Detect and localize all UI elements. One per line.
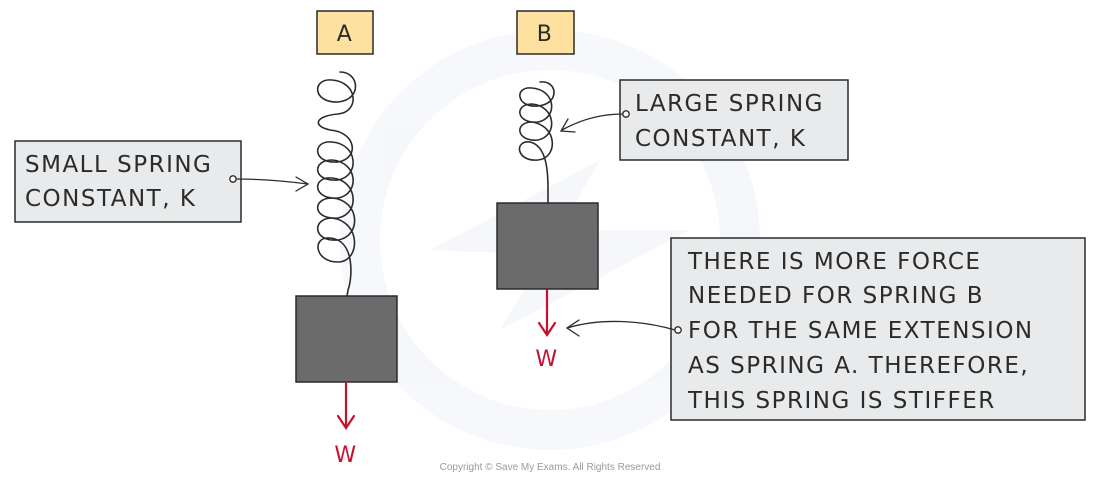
explanation-line-1: THERE IS MORE FORCE	[687, 249, 981, 275]
mass-b	[496, 202, 599, 290]
explanation-line-2: NEEDED FOR SPRING B	[688, 283, 984, 309]
mass-a	[295, 295, 398, 383]
explanation-box: THERE IS MORE FORCE NEEDED FOR SPRING B …	[670, 237, 1086, 421]
tag-a-label: A	[337, 22, 354, 47]
callout-large-line-2: CONSTANT, K	[635, 126, 806, 152]
weight-label-a: W	[334, 443, 357, 468]
spring-a	[316, 71, 357, 297]
callout-large-line-1: LARGE SPRING	[635, 91, 824, 117]
weight-label-b: W	[535, 347, 558, 372]
copyright-notice: Copyright © Save My Exams. All Rights Re…	[440, 462, 661, 473]
callout-small-line-2: CONSTANT, K	[25, 186, 196, 212]
callout-small-spring-constant: SMALL SPRING CONSTANT, K	[14, 140, 242, 223]
explanation-line-3: FOR THE SAME EXTENSION	[688, 318, 1034, 344]
pointer-arrow-explanation	[565, 319, 676, 337]
pointer-arrow-large	[559, 113, 624, 133]
callout-large-spring-constant: LARGE SPRING CONSTANT, K	[619, 79, 849, 161]
explanation-line-5: THIS SPRING IS STIFFER	[687, 388, 996, 414]
tag-b-label: B	[537, 22, 554, 47]
spring-b	[518, 81, 555, 204]
callout-small-line-1: SMALL SPRING	[25, 152, 212, 178]
explanation-line-4: AS SPRING A. THEREFORE,	[688, 353, 1029, 379]
weight-arrow-a	[336, 381, 356, 430]
pointer-arrow-small	[235, 176, 310, 192]
weight-arrow-b	[537, 288, 557, 337]
tag-a: A	[316, 10, 374, 55]
tag-b: B	[516, 10, 575, 55]
